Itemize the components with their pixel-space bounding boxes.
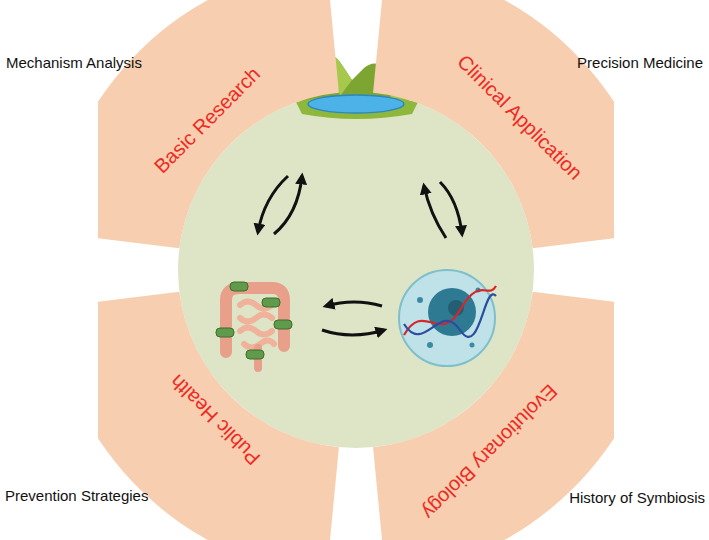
cell-illustration <box>399 270 496 366</box>
colon <box>226 288 284 352</box>
theme-subtitle: Prevention Strategies <box>5 488 148 503</box>
theme-subtitle: Precision Medicine <box>577 55 703 70</box>
curved-arrow <box>440 182 462 234</box>
cell-membrane <box>399 270 495 366</box>
theme-sector: Clinical Application <box>373 0 614 249</box>
organelle <box>417 297 423 303</box>
organelle <box>470 343 475 348</box>
nucleus <box>428 288 476 336</box>
theme-subtitle: Mechanism Analysis <box>6 55 142 70</box>
bacterium <box>230 282 248 291</box>
theme-sector: Basic Research <box>98 0 339 249</box>
sector-wedge <box>373 0 614 248</box>
organelle <box>427 342 433 348</box>
theme-subtitle: History of Symbiosis <box>569 490 705 505</box>
sector-shape <box>98 0 339 249</box>
curved-arrow <box>322 330 384 335</box>
bacterium <box>216 328 234 337</box>
bacterium <box>262 298 280 307</box>
theme-sector: Public Health <box>98 291 339 540</box>
small-intestine <box>240 302 274 348</box>
sector-wedge <box>98 0 339 248</box>
center-circle <box>178 92 534 448</box>
dna-strand <box>404 294 496 337</box>
curved-arrow <box>424 186 446 238</box>
dna-strand <box>404 286 496 335</box>
lake-water <box>308 95 404 113</box>
sector-shape <box>373 0 614 249</box>
grass-bank <box>296 95 418 119</box>
bacterium <box>246 350 264 359</box>
curved-arrow <box>274 176 302 234</box>
cycle-arrows <box>258 176 462 335</box>
intestine-illustration <box>216 282 292 368</box>
sector-wedge <box>98 292 339 540</box>
bacterium <box>274 320 292 329</box>
curved-arrow <box>326 302 382 306</box>
